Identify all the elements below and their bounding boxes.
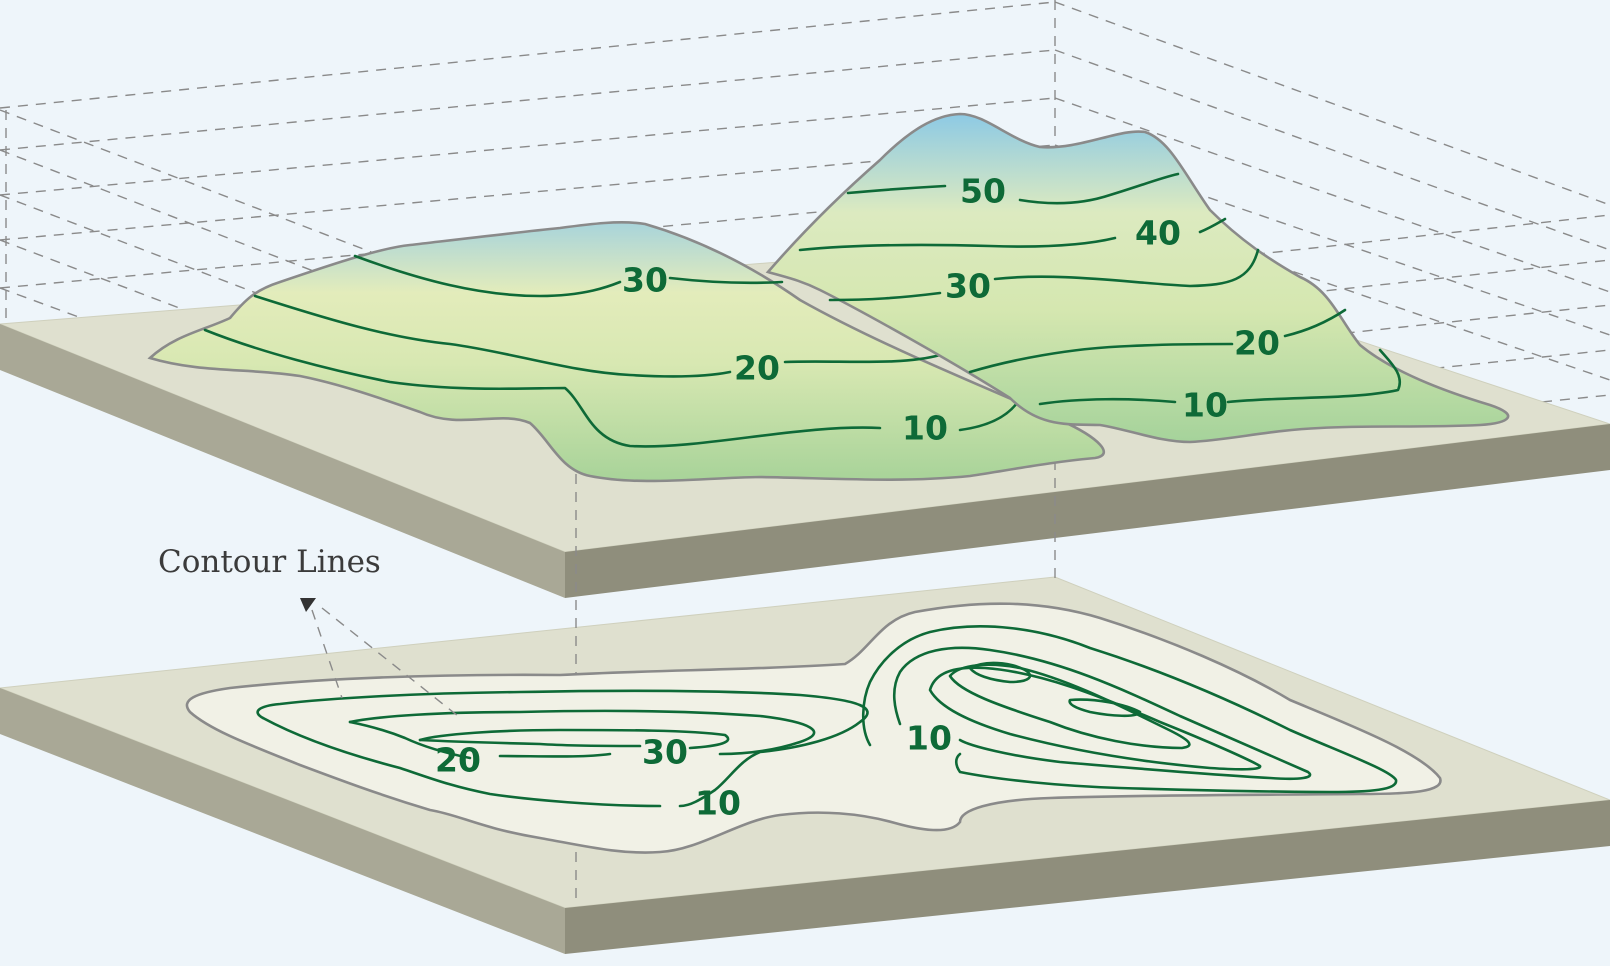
left-hill-label-20: 20 <box>734 349 780 388</box>
contour-map: 20 30 10 10 <box>185 602 1442 854</box>
right-hill: 50 40 30 20 10 <box>765 112 1510 444</box>
map-label-10-bottom: 10 <box>695 784 741 823</box>
right-hill-label-30: 30 <box>945 267 991 306</box>
map-contours <box>256 625 1398 808</box>
right-hill-contours <box>798 172 1401 406</box>
pointer-line-right <box>321 607 459 717</box>
left-hill: 30 20 10 <box>147 221 1106 483</box>
pointer-arrow-head <box>300 598 316 612</box>
pointer-line-left <box>311 609 343 699</box>
caption-contour-lines: Contour Lines <box>158 544 381 580</box>
right-hill-label-40: 40 <box>1135 214 1181 253</box>
left-hill-label-30: 30 <box>622 261 668 300</box>
contour-lines-callout: Contour Lines <box>158 544 459 717</box>
right-hill-label-10: 10 <box>1182 386 1228 425</box>
right-hill-label-20: 20 <box>1234 324 1280 363</box>
left-hill-label-10: 10 <box>902 409 948 448</box>
left-hill-contours <box>203 254 1024 448</box>
right-hill-label-50: 50 <box>960 172 1006 211</box>
map-label-20: 20 <box>435 741 481 780</box>
map-label-30: 30 <box>642 733 688 772</box>
map-label-10-right: 10 <box>906 719 952 758</box>
